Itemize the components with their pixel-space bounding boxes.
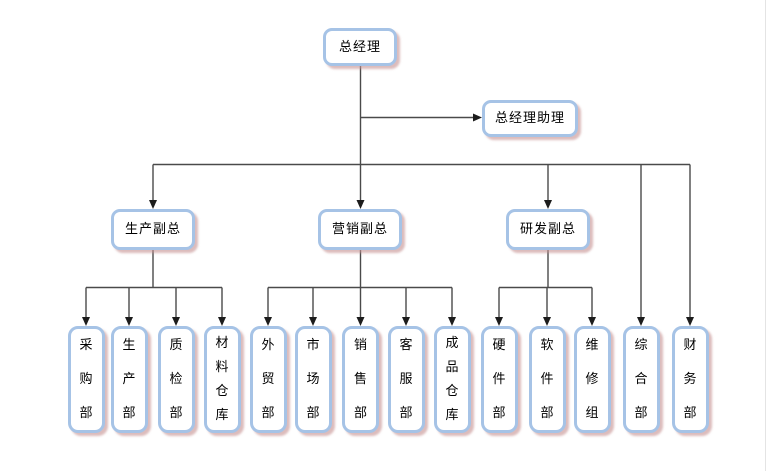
vp-label: 生产副总 <box>124 222 181 237</box>
dept-label: 综合部 <box>634 337 648 421</box>
dept-box-general-affairs[interactable]: 综合部 <box>622 326 660 433</box>
dept-label: 软件部 <box>540 337 554 421</box>
dept-label: 材料仓库 <box>215 335 229 423</box>
dept-label: 外贸部 <box>261 337 275 421</box>
edge-level2-rail <box>149 163 694 326</box>
dept-box-finished-goods-warehouse[interactable]: 成品仓库 <box>433 326 471 433</box>
vp-label: 研发副总 <box>519 222 576 237</box>
dept-box-software[interactable]: 软件部 <box>528 326 566 433</box>
dept-label: 市场部 <box>306 337 320 421</box>
dept-label: 销售部 <box>353 337 367 421</box>
dept-box-production[interactable]: 生产部 <box>110 326 148 433</box>
dept-label: 维修组 <box>585 337 599 421</box>
ceo-box[interactable]: 总经理 <box>323 28 397 66</box>
dept-box-maintenance[interactable]: 维修组 <box>573 326 611 433</box>
dept-box-marketing[interactable]: 市场部 <box>294 326 332 433</box>
window-edge-divider <box>765 0 766 471</box>
vp-box-marketing[interactable]: 营销副总 <box>318 209 402 250</box>
dept-label: 客服部 <box>399 337 413 421</box>
dept-box-sales[interactable]: 销售部 <box>342 326 379 433</box>
ceo-label: 总经理 <box>338 39 381 55</box>
dept-box-foreign-trade[interactable]: 外贸部 <box>249 326 287 433</box>
dept-box-finance[interactable]: 财务部 <box>671 326 709 433</box>
vp-box-rnd[interactable]: 研发副总 <box>506 209 590 250</box>
dept-box-material-warehouse[interactable]: 材料仓库 <box>203 326 241 433</box>
dept-box-customer-service[interactable]: 客服部 <box>387 326 425 433</box>
edges-production-vp-children <box>82 250 226 326</box>
dept-label: 质检部 <box>169 337 183 421</box>
vp-box-production[interactable]: 生产副总 <box>111 209 195 250</box>
edge-ceo-to-marketing-vp <box>356 66 365 209</box>
dept-label: 生产部 <box>122 337 136 421</box>
dept-label: 成品仓库 <box>445 335 459 423</box>
edges-rnd-vp-children <box>495 250 596 326</box>
dept-box-hardware[interactable]: 硬件部 <box>480 326 518 433</box>
dept-label: 财务部 <box>683 337 697 421</box>
vp-label: 营销副总 <box>331 222 388 237</box>
assistant-box[interactable]: 总经理助理 <box>482 100 578 137</box>
assistant-label: 总经理助理 <box>494 111 565 126</box>
dept-box-quality-inspection[interactable]: 质检部 <box>157 326 195 433</box>
edge-ceo-to-assistant <box>360 113 482 122</box>
dept-label: 采购部 <box>79 337 93 421</box>
dept-label: 硬件部 <box>492 337 506 421</box>
dept-box-purchasing[interactable]: 采购部 <box>67 326 105 433</box>
edges-marketing-vp-children <box>264 250 456 326</box>
